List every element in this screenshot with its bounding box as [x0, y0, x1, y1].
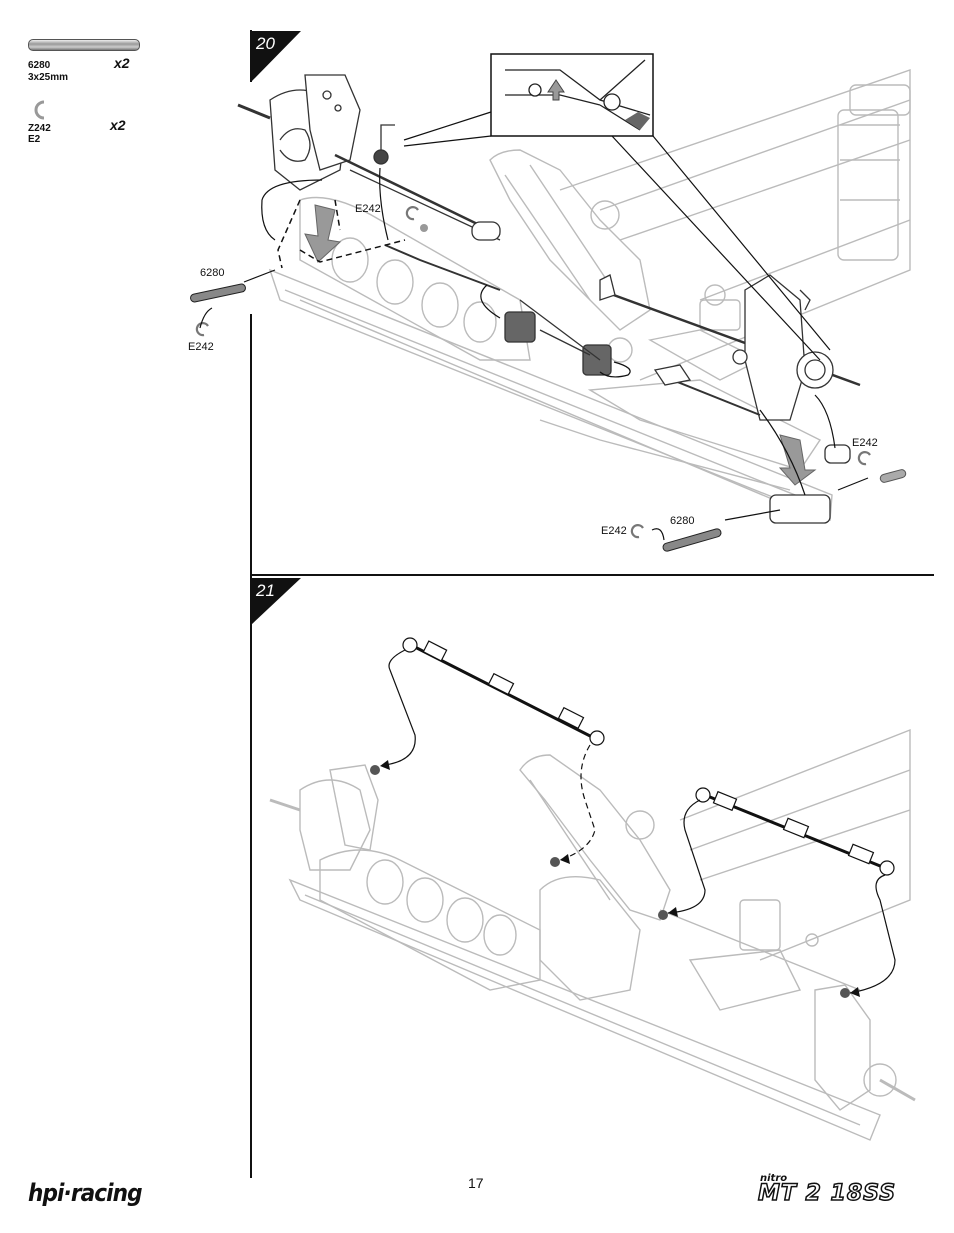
step-20-number: 20: [256, 34, 275, 53]
callout-6280-right: 6280: [670, 515, 695, 527]
nitro-label: nitro: [760, 1173, 788, 1184]
parts-list: 6280 3x25mm x2 Z242 E2 x2: [26, 36, 146, 156]
part-code-6280: 6280: [28, 60, 51, 71]
callout-6280-left: 6280: [200, 267, 225, 279]
pin-icon: [28, 39, 140, 51]
mt2-18ss-logo: MT 2 18SS: [757, 1180, 897, 1207]
step-21-number: 21: [256, 581, 275, 600]
e-clip-icon: [34, 100, 45, 120]
part-size-z242: E2: [28, 134, 41, 145]
footer: hpi·racing 17 nitro MT 2 18SS: [0, 1165, 954, 1233]
page-number: 17: [468, 1175, 484, 1191]
callout-e242-bottom: E242: [601, 525, 627, 537]
panel-divider-vertical-lower: [250, 314, 252, 1178]
callout-e242-right: E242: [852, 437, 878, 449]
part-size-6280: 3x25mm: [28, 72, 69, 83]
callout-e242-left: E242: [188, 341, 214, 353]
part-code-z242: Z242: [28, 123, 51, 134]
pin-6280-left: [190, 283, 246, 303]
part-qty-6280: x2: [114, 55, 130, 71]
part-qty-z242: x2: [110, 117, 126, 133]
pin-6280-right: [662, 528, 722, 552]
callout-e242-upper: E242: [355, 203, 381, 215]
hpi-racing-logo: hpi·racing: [28, 1179, 143, 1207]
panel-divider-horizontal: [250, 574, 934, 576]
